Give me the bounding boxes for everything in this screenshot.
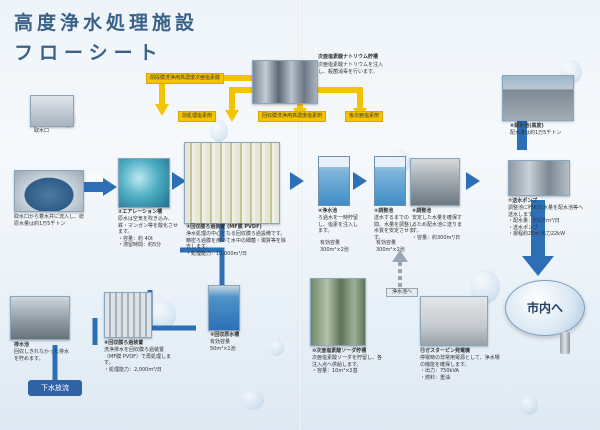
aeration-caption: 原水は空気を吹き込み、鉄・マンガン等を酸化させます。 ・容量：約 40t ・滞留… [118,216,179,248]
city-distribution-label: 市内へ [526,301,563,315]
drain-tank-photo [10,296,70,340]
sodium-store-photo [310,278,366,346]
sodium-feed-label: 浄水池へ [386,288,418,297]
yellow-arrowhead [225,110,239,122]
send-pump-caption: 調整池に貯めた水量を配水池等へ送水します。 ・配水量：約1万m³/日 ・送水ポン… [508,205,584,237]
sodium-hypochlorite-desc: 次亜塩素酸ナトリウムを注入し、殺菌消毒を行います。 [318,62,384,75]
membrane-caption: 浄水処理の中心となる回収膜ろ過設備です。精密ろ過膜を用いて水中の細菌・濁質等を除… [186,231,286,257]
page-fold [298,0,302,430]
clear-water-title: ④浄水池 [318,208,338,214]
aeration-title: ②エアレーション槽 [118,209,163,215]
flow-arrow [103,178,117,196]
recovery-line [180,247,225,285]
raw-flow-label: 揚水量 [86,175,102,181]
sodium-feed-arrowhead [392,250,408,262]
recovery-tank-title: ⑨回収原水槽 [210,332,240,338]
adjustment-pool-caption: 安定した水量を確保するため配水池に送ります。 ・容量：約300m³/日 [412,215,463,241]
recovery-tank-photo [208,285,240,331]
faucet-icon [560,332,570,354]
yellow-line-2 [229,87,252,110]
adjustment-pool-photo [410,158,460,206]
generator-photo [420,296,488,346]
intake-gate-photo [30,95,74,127]
aeration-tank-photo [118,158,170,208]
water-drop-decoration [270,340,284,356]
sodium-hypochlorite-title: 次亜塩素酸ナトリウム貯槽 [318,54,379,60]
sewer-discharge-box: 下水放流 [28,380,82,396]
water-drop-decoration [240,390,264,410]
raw-water-caption: 取水口から着水井に流入し、総原水量は約1万5千トン [14,214,85,227]
clear-water-capacity: 有効容量 300m³×2池 [320,240,349,253]
adjustment-capacity: 有効容量 300m³×2池 [376,240,405,253]
recovery-caption: 洗浄排水を回収膜ろ過装置（MF膜 PVDF）で再処理します。 ・処理能力：2,0… [104,347,171,373]
recovery-tank-caption: 有効容量 50m³×1池 [210,339,236,352]
clear-water-caption: ろ過水を一時貯留し、塩素を注入します。 [318,215,359,234]
city-distribution-bubble: 市内へ [505,280,585,336]
flow-arrow [353,172,367,190]
send-pump-photo [508,160,570,196]
reservoir-title: ⑥配水池(高度) [510,123,544,129]
yellow-label-1: 前段膜洗浄用高濃度次亜塩素酸 [146,73,225,84]
reservoir-caption: 配水量は約1万5千トン [510,130,562,136]
membrane-title: ③回収膜ろ過装置 (MF膜 PVDF) [186,224,262,230]
drain-tank-caption: 回収しきれなかった排水を貯めます。 [14,349,70,362]
adjustment-caption: 送水するまでの間、水量を調整し水質を安定させます。 [374,215,415,241]
city-arrowhead [522,256,554,276]
membrane-filtration-photo [184,142,280,224]
yellow-line-4 [300,87,363,108]
reservoir-photo [502,75,574,121]
recovery-line [147,290,196,331]
adjustment-pool-title: ⑥調整池 [412,208,432,214]
send-pump-title: ⑦送水ポンプ [508,198,538,204]
yellow-arrowhead [155,104,169,116]
clear-water-tank [318,156,350,206]
flow-arrow [172,172,186,190]
adjustment-title: ⑤調整池 [374,208,394,214]
sodium-store-caption: 次亜塩素酸ソーダを貯留し、各注入点へ供給します。 ・容量：10m³×2基 [312,355,383,374]
flow-arrow [290,172,304,190]
title-line2: フローシート [14,42,164,64]
title-line1: 高度浄水処理施設 [14,12,199,34]
flow-shaft [84,182,104,192]
raw-water-tank-photo [14,170,84,212]
adjustment-tank [374,156,406,206]
flow-arrow [466,172,480,190]
generator-title: ⑪ガスタービン発電機 [420,348,471,354]
sodium-store-title: ⑩次亜塩素酸ソーダ貯槽 [312,348,367,354]
yellow-label-3: 回収膜洗浄用高濃度塩素剤 [258,111,327,122]
recovery-title: ⑧回収膜ろ過装置 [104,340,144,346]
generator-caption: 停電時の非常用電源として、浄水場の機能を確保します。 ・出力：750kVA ・燃… [420,355,500,381]
yellow-label-2: 前処理塩素剤 [178,111,217,122]
water-drop-decoration [520,395,538,415]
sodium-hypochlorite-photo [252,60,318,104]
yellow-label-4: 後次亜塩素剤 [345,111,384,122]
drain-tank-title: 排水池 [14,342,30,348]
recovery-filtration-photo [104,292,152,338]
water-drop-decoration [150,300,176,330]
intake-gate-label: 取水口 [34,128,50,134]
water-drop-decoration [210,120,228,142]
